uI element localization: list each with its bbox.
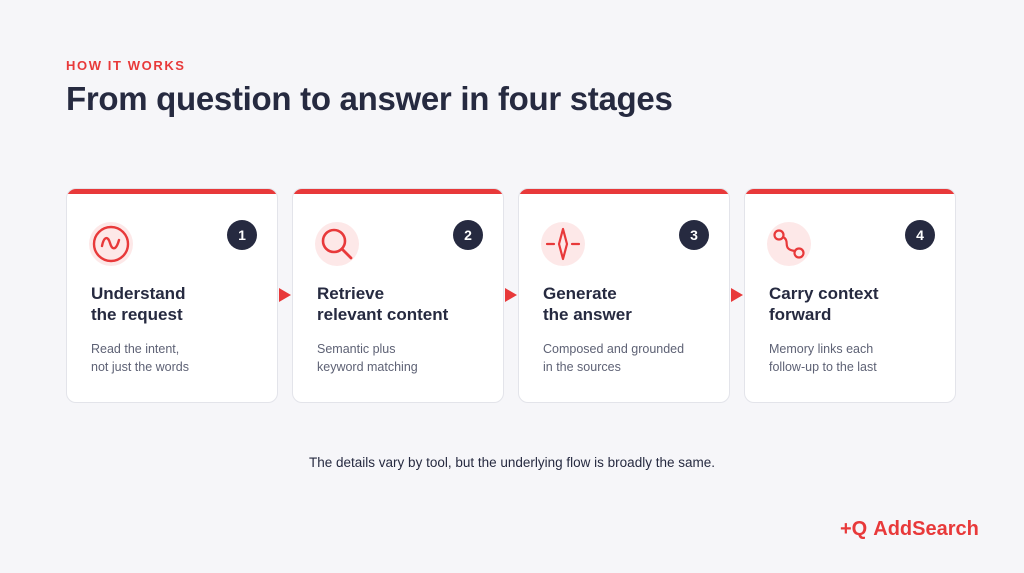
eyebrow-label: HOW IT WORKS xyxy=(66,58,186,73)
stage-description: Semantic plus keyword matching xyxy=(317,342,418,374)
route-icon xyxy=(767,222,811,266)
stage-title: Retrieve relevant content xyxy=(317,284,449,324)
stage-number: 2 xyxy=(453,220,483,250)
stage-title: Generate the answer xyxy=(543,284,632,324)
stage-title: Carry context forward xyxy=(769,284,879,324)
stage-number: 3 xyxy=(679,220,709,250)
stage-description: Composed and grounded in the sources xyxy=(543,342,685,374)
card-accent-bar xyxy=(519,189,729,194)
stage-number: 1 xyxy=(227,220,257,250)
stage-card-4: 4 Carry context forward Memory links eac… xyxy=(744,188,956,403)
search-icon xyxy=(315,222,359,266)
brand-logo: +Q AddSearch xyxy=(840,518,979,541)
card-accent-bar xyxy=(745,189,955,194)
stage-description: Read the intent, not just the words xyxy=(91,342,189,374)
stage-number: 4 xyxy=(905,220,935,250)
stage-card-1: 1 Understand the request Read the intent… xyxy=(66,188,278,403)
card-accent-bar xyxy=(67,189,277,194)
stage-title: Understand the request xyxy=(91,284,186,324)
arrow-right-icon xyxy=(505,288,517,302)
stage-flow: 1 Understand the request Read the intent… xyxy=(66,188,958,403)
sparkle-icon xyxy=(541,222,585,266)
footnote: The details vary by tool, but the underl… xyxy=(309,455,715,470)
stage-card-2: 2 Retrieve relevant content Semantic plu… xyxy=(292,188,504,403)
page-title: From question to answer in four stages xyxy=(66,80,673,117)
brand-name: AddSearch xyxy=(873,518,979,540)
card-accent-bar xyxy=(293,189,503,194)
brand-mark: +Q xyxy=(840,518,868,540)
stage-card-3: 3 Generate the answer Composed and groun… xyxy=(518,188,730,403)
stage-description: Memory links each follow-up to the last xyxy=(769,342,877,374)
arrow-right-icon xyxy=(731,288,743,302)
wave-icon xyxy=(89,222,133,266)
arrow-right-icon xyxy=(279,288,291,302)
